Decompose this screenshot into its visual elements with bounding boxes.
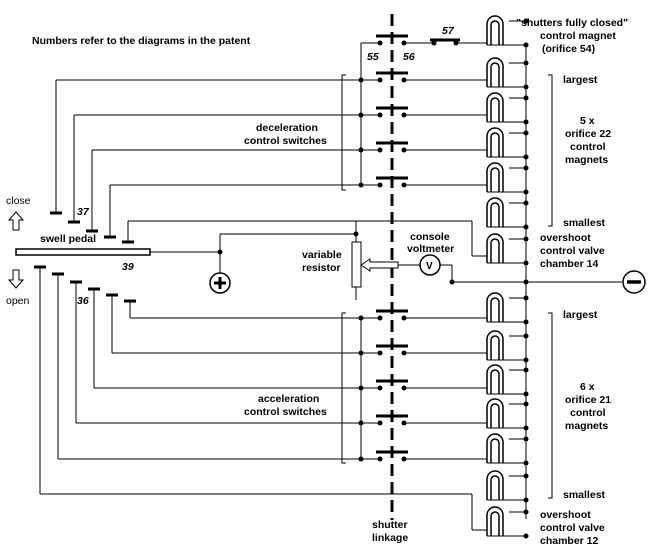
control-magnet-icon-11 [486, 398, 529, 431]
voltmeter-label-line1: console [410, 231, 450, 243]
deceleration-label-line2: control switches [244, 135, 327, 147]
close-label: close [6, 195, 31, 207]
control-magnet-icon-1 [486, 15, 529, 48]
overshoot-12-line3: chamber 12 [540, 535, 599, 547]
resistor-wiper-arrow-icon [360, 258, 420, 272]
deceleration-contacts [50, 79, 472, 244]
control-magnet-icon-2 [486, 57, 529, 90]
control-magnet-icon-6 [486, 197, 529, 230]
shutters-magnet-line1: "shutters fully closed" [516, 17, 628, 29]
swell-pedal [15, 248, 220, 256]
ref-56: 56 [403, 51, 415, 63]
control-magnet-icon-5 [486, 162, 529, 195]
minus-terminal-icon [622, 270, 646, 294]
acceleration-label-line1: acceleration [258, 393, 319, 405]
close-arrow-icon [7, 211, 25, 231]
shutter-linkage-label-line1: shutter [372, 519, 408, 531]
upper-switch-row-4 [345, 176, 487, 188]
open-label: open [6, 295, 30, 307]
voltmeter: V [419, 254, 455, 285]
ref-55: 55 [367, 51, 379, 63]
upper-switch-row-1 [345, 71, 487, 83]
control-magnet-icon-3 [486, 92, 529, 125]
ref-36: 36 [77, 295, 89, 307]
lower-switch-row-1 [345, 309, 487, 321]
overshoot-12-line1: overshoot [540, 509, 591, 521]
lower-switch-row-3 [345, 379, 487, 391]
upper-magnets-line2: orifice 22 [565, 128, 611, 140]
upper-magnets-line3: control [570, 141, 606, 153]
voltmeter-symbol: V [426, 261, 433, 272]
acceleration-label-line2: control switches [244, 406, 327, 418]
shutter-linkage-label-line2: linkage [372, 532, 408, 544]
control-magnet-icon-7 [486, 233, 529, 266]
patent-note: Numbers refer to the diagrams in the pat… [32, 35, 251, 47]
lower-switch-row-5 [345, 450, 487, 462]
upper-magnets-line1: 5 x [580, 115, 595, 127]
deceleration-label-line1: deceleration [256, 122, 318, 134]
acceleration-contacts [34, 265, 472, 495]
control-magnet-icon-10 [486, 364, 529, 397]
upper-largest-label: largest [563, 74, 598, 86]
overshoot-14-wiring [471, 221, 487, 257]
overshoot-12-wiring [471, 494, 487, 531]
lower-smallest-label: smallest [563, 489, 606, 501]
open-arrow-icon [7, 269, 25, 289]
upper-switch-row-2 [345, 106, 487, 118]
resistor-label-line1: variable [302, 249, 342, 261]
lower-switch-row-2 [345, 344, 487, 356]
plus-terminal-icon [209, 270, 231, 294]
control-magnet-icon-13 [486, 470, 529, 503]
upper-switch-rows [345, 71, 487, 188]
upper-smallest-label: smallest [563, 217, 606, 229]
overshoot-14-line1: overshoot [540, 232, 591, 244]
overshoot-12-line2: control valve [540, 522, 605, 534]
negative-supply-line [452, 279, 622, 285]
lower-magnets-line1: 6 x [580, 381, 595, 393]
control-magnet-icon-4 [486, 127, 529, 160]
magnet-column [486, 15, 529, 539]
upper-switch-row-3 [345, 141, 487, 153]
lower-switch-row-4 [345, 414, 487, 426]
ref-37: 37 [77, 206, 90, 218]
lower-largest-label: largest [563, 309, 598, 321]
voltmeter-label-line2: voltmeter [407, 243, 454, 255]
lower-magnets-line3: control [570, 407, 606, 419]
control-magnet-icon-8 [486, 292, 529, 325]
upper-magnets-line4: magnets [565, 154, 608, 166]
control-magnet-icon-9 [486, 330, 529, 363]
group-brackets [341, 74, 553, 499]
swell-pedal-label: swell pedal [40, 233, 96, 245]
control-magnet-icon-14 [486, 506, 529, 539]
variable-resistor [217, 221, 362, 300]
lower-switch-rows [345, 309, 487, 462]
ref-57: 57 [442, 25, 455, 37]
overshoot-14-line3: chamber 14 [540, 258, 599, 270]
control-magnet-icon-12 [486, 433, 529, 466]
shutters-magnet-line2: control magnet [540, 30, 616, 42]
lower-magnets-line2: orifice 21 [565, 394, 611, 406]
overshoot-14-line2: control valve [540, 245, 605, 257]
resistor-label-line2: resistor [302, 262, 341, 274]
lower-magnets-line4: magnets [565, 420, 608, 432]
shutters-magnet-line3: (orifice 54) [542, 43, 595, 55]
pedal-ref-39: 39 [122, 261, 134, 273]
